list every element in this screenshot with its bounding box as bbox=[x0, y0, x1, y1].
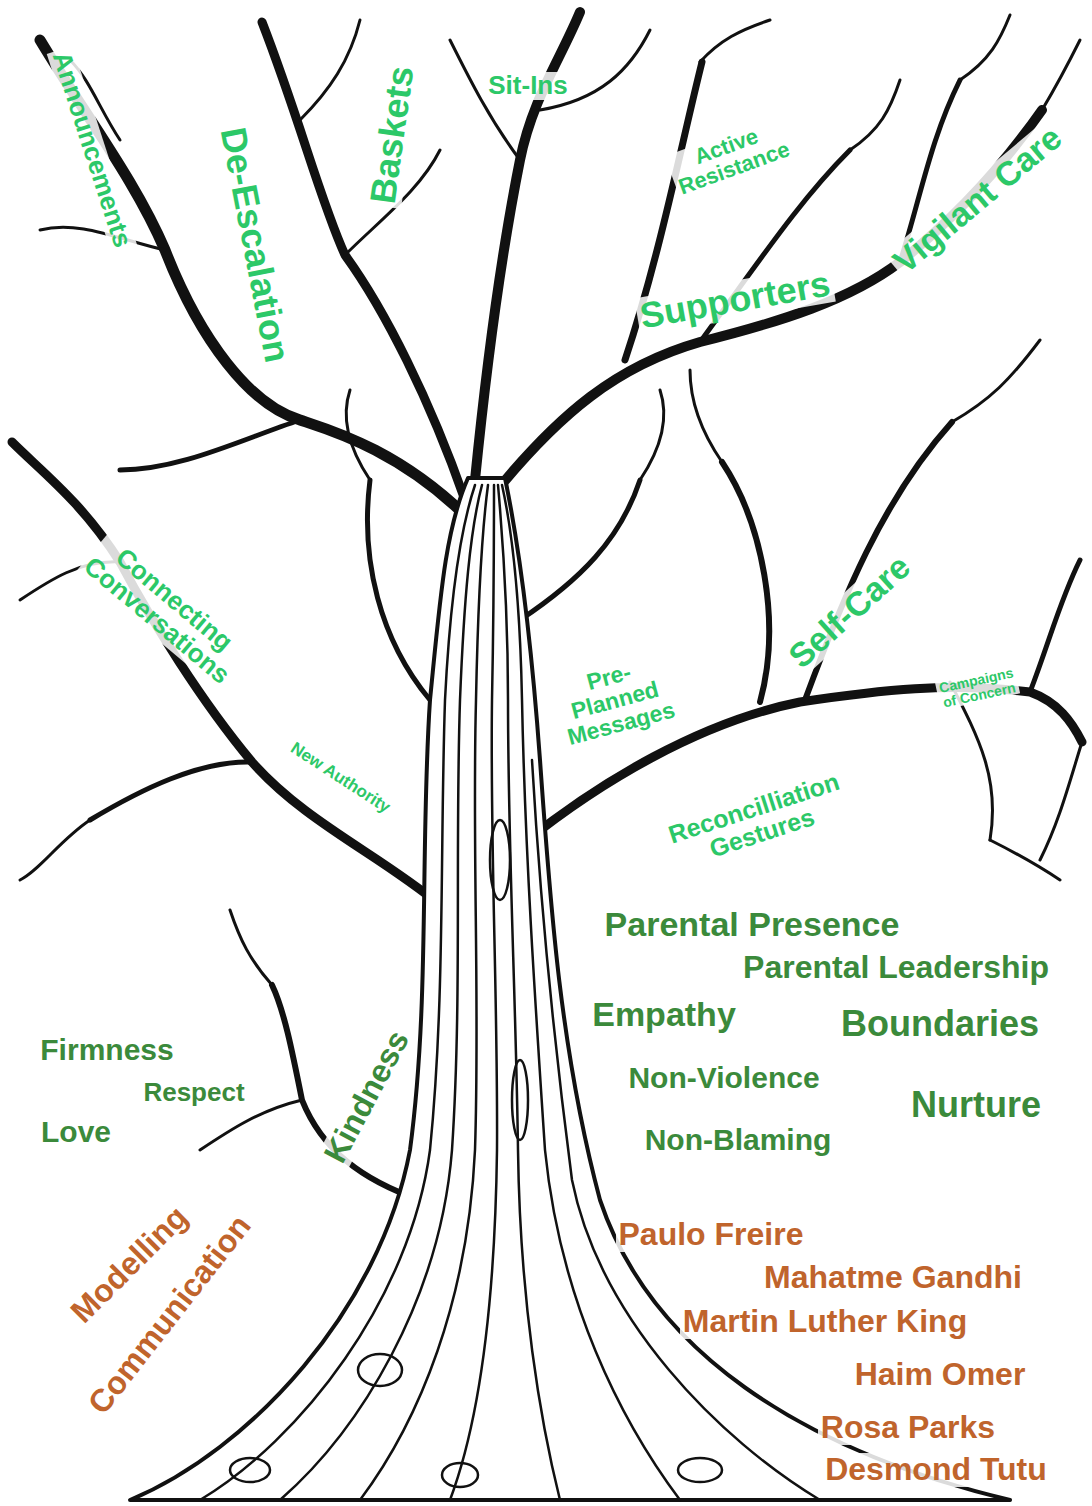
tree-label: Non-Violence bbox=[625, 1062, 822, 1094]
tree-label: Rosa Parks bbox=[818, 1411, 998, 1445]
tree-label: Parental Leadership bbox=[740, 951, 1052, 985]
tree-label: Announcements bbox=[47, 46, 138, 254]
tree-label: Vigilant Care bbox=[885, 118, 1071, 282]
tree-label: Reconcilliation Gestures bbox=[662, 767, 853, 874]
tree-label: Nurture bbox=[908, 1086, 1044, 1124]
tree-label: Supporters bbox=[634, 264, 836, 336]
tree-label: Mahatme Gandhi bbox=[761, 1261, 1025, 1295]
tree-label: Haim Omer bbox=[852, 1358, 1029, 1392]
tree-label: Sit-Ins bbox=[485, 72, 570, 99]
tree-label: Campaigns of Concern bbox=[935, 665, 1021, 711]
tree-label: Boundaries bbox=[838, 1005, 1042, 1043]
tree-label: De-Escalation bbox=[213, 122, 297, 369]
tree-label: Firmness bbox=[37, 1034, 176, 1066]
tree-label: Love bbox=[38, 1116, 114, 1148]
tree-label: Desmond Tutu bbox=[822, 1453, 1050, 1487]
tree-label: Paulo Freire bbox=[616, 1218, 807, 1252]
tree-label: Baskets bbox=[363, 61, 420, 209]
tree-label: Pre-Planned Messages bbox=[550, 650, 681, 750]
tree-label: Empathy bbox=[589, 997, 739, 1033]
tree-label: Non-Blaming bbox=[642, 1124, 835, 1156]
tree-label: Kindness bbox=[317, 1023, 417, 1171]
tree-label: Parental Presence bbox=[602, 907, 903, 943]
tree-label: Connecting Conversations bbox=[76, 529, 254, 691]
tree-label: Martin Luther King bbox=[680, 1305, 970, 1339]
tree-label: Respect bbox=[140, 1079, 247, 1106]
tree-label: Self-Care bbox=[780, 547, 919, 677]
